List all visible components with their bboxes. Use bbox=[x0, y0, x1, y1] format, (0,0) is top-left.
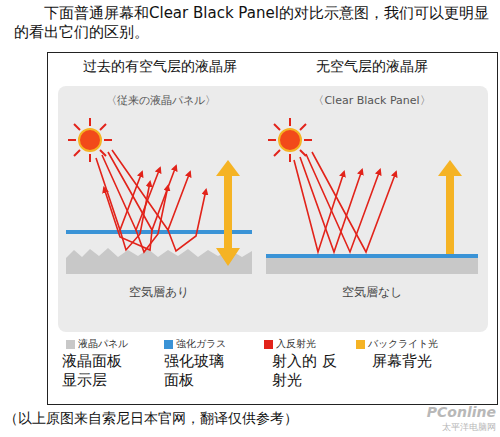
layer-caption: 空気層なし bbox=[266, 285, 478, 300]
layer-caption: 空気層あり bbox=[66, 285, 252, 300]
sun-symbol bbox=[68, 118, 112, 162]
japanese-subheading: 〈従来の液晶パネル〉 bbox=[66, 94, 256, 108]
source-note: （以上原图来自索尼日本官网，翻译仅供参考） bbox=[4, 410, 384, 428]
panel-heading: 过去的有空气层的液晶屏 bbox=[60, 58, 260, 76]
legend-swatch bbox=[164, 340, 173, 349]
legend-text: 入反射光 bbox=[276, 338, 316, 351]
sun-symbol bbox=[268, 118, 312, 162]
light-rays bbox=[96, 150, 206, 252]
legend-swatch bbox=[356, 340, 365, 349]
legend-swatch bbox=[66, 340, 75, 349]
frame bbox=[48, 53, 498, 405]
panel-heading: 无空气层的液晶屏 bbox=[266, 58, 478, 76]
backlight-arrow bbox=[438, 160, 462, 254]
watermark: PConline bbox=[400, 404, 496, 422]
legend-text: 液晶パネル bbox=[78, 338, 128, 351]
legend-translation: 屏幕背光 bbox=[372, 352, 462, 371]
legend-text: バックライト光 bbox=[368, 338, 438, 351]
japanese-subheading: 〈Clear Black Panel〉 bbox=[266, 94, 478, 108]
legend-translation: 强化玻璃 面板 bbox=[164, 352, 236, 390]
panel-ground bbox=[58, 86, 488, 332]
legend-swatch bbox=[264, 340, 273, 349]
lcd-panel bbox=[266, 258, 478, 274]
glass-panel bbox=[266, 254, 478, 258]
legend-translation: 射入的 反射光 bbox=[272, 352, 344, 390]
legend-text: 強化ガラス bbox=[176, 338, 226, 351]
light-rays bbox=[294, 152, 396, 252]
legend-translation: 液晶面板 显示层 bbox=[62, 352, 134, 390]
watermark: 太平洋电脑网 bbox=[400, 422, 496, 433]
intro-text: 下面普通屏幕和Clear Black Panel的对比示意图，我们可以更明显的看… bbox=[14, 4, 490, 42]
backlight-arrow bbox=[216, 160, 240, 266]
